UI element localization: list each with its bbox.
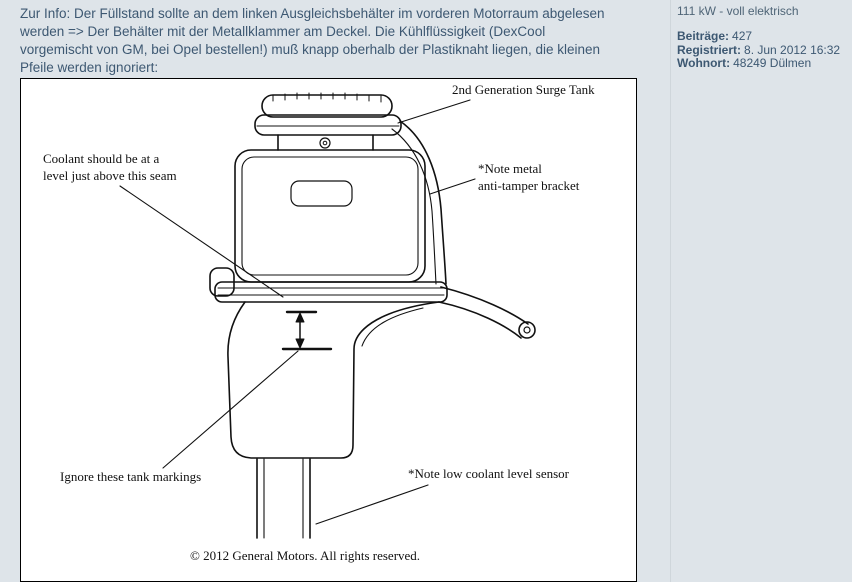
registered-label: Registriert: (677, 42, 742, 57)
poster-profile-sidebar: 111 kW - voll elektrisch Beiträge:427 Re… (670, 0, 852, 582)
copyright-text: © 2012 General Motors. All rights reserv… (190, 548, 420, 563)
profile-field-location: Wohnort:48249 Dülmen (677, 56, 852, 71)
post-text-line: vorgemischt von GM, bei Opel bestellen!)… (20, 42, 601, 57)
mount-bracket-arm (438, 286, 536, 339)
posts-label: Beiträge: (677, 29, 730, 43)
registered-value: 8. Jun 2012 16:32 (744, 42, 841, 57)
label-level-sensor: *Note low coolant level sensor (408, 466, 570, 481)
posts-value: 427 (732, 29, 753, 43)
location-label: Wohnort: (677, 56, 731, 70)
post-body-text: Zur Info: Der Füllstand sollte an dem li… (20, 5, 665, 77)
tank-lower-body (227, 301, 440, 459)
poster-rank: 111 kW - voll elektrisch (677, 4, 799, 18)
label-bracket-2: anti-tamper bracket (478, 178, 580, 193)
profile-field-registered: Registriert:8. Jun 2012 16:32 (677, 42, 852, 58)
attached-diagram-image: 2nd Generation Surge Tank Coolant should… (20, 78, 637, 582)
label-bracket-1: *Note metal (478, 161, 542, 176)
label-ignore-markings: Ignore these tank markings (60, 469, 201, 484)
annotation-leader-lines (119, 99, 476, 525)
level-marking-arrow (281, 310, 333, 351)
label-coolant-level-1: Coolant should be at a (43, 151, 159, 166)
post-text-line: Zur Info: Der Füllstand sollte an dem li… (20, 6, 605, 21)
anti-tamper-bracket (391, 120, 447, 285)
post-text-line: werden => Der Behälter mit der Metallkla… (20, 24, 546, 39)
label-coolant-level-2: level just above this seam (43, 168, 177, 183)
location-value: 48249 Dülmen (733, 56, 812, 70)
surge-tank-diagram: 2nd Generation Surge Tank Coolant should… (43, 82, 595, 563)
label-surge-tank: 2nd Generation Surge Tank (452, 82, 595, 97)
seam-flange (214, 281, 448, 303)
outlet-pipe (256, 458, 311, 539)
profile-field-posts: Beiträge:427 (677, 29, 852, 44)
tank-upper-body (234, 149, 426, 283)
post-text-line: Pfeile werden ignoriert: (20, 60, 159, 75)
tank-cap (254, 92, 402, 151)
